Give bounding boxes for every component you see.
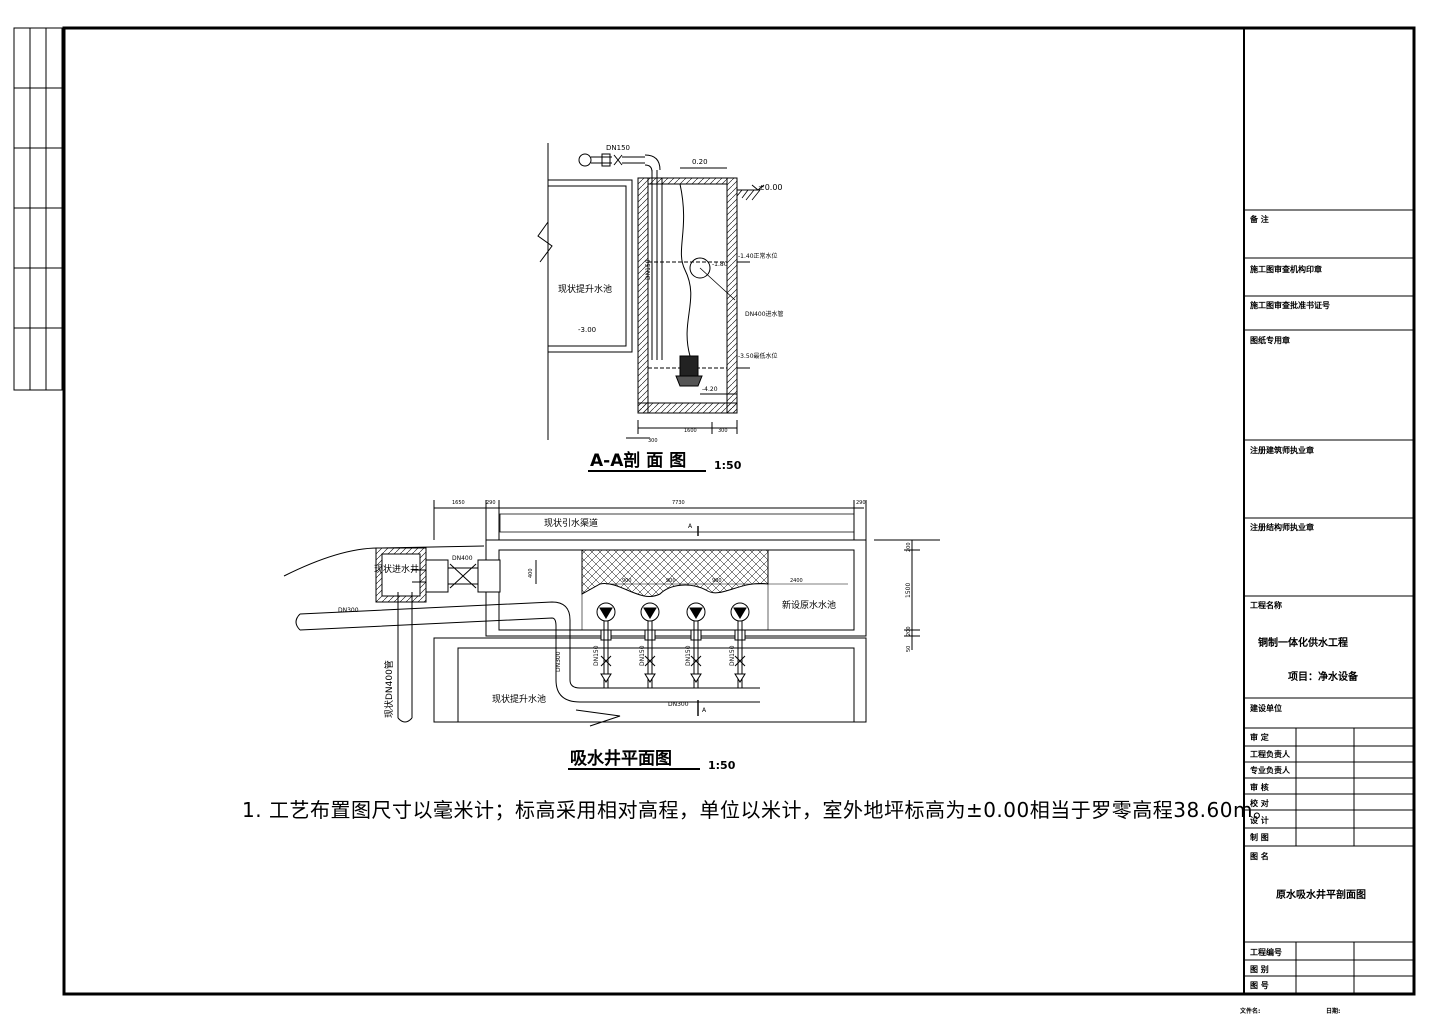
plan-dn400: DN400: [452, 555, 473, 562]
sec-dn150-vert: DN150: [645, 259, 652, 280]
tb-remarks: 备 注: [1250, 215, 1269, 224]
tb-drawing-name: 原水吸水井平剖面图: [1276, 890, 1366, 901]
sec-dn150: DN150: [606, 144, 630, 152]
section-view: [537, 143, 765, 440]
plan-cut-a-bottom: A: [702, 707, 707, 714]
tb-license1: 施工图审查机构印章: [1250, 265, 1322, 274]
sec-dim-1600: 1600: [684, 428, 697, 434]
plan-cut-a-top: A: [688, 523, 693, 530]
tb-project-name: 铜制一体化供水工程: [1258, 638, 1348, 649]
plan-existing-dn400: 现状DN400管: [383, 660, 395, 718]
plan-dim-290a: 290: [486, 500, 496, 506]
plan-dim-2400: 2400: [790, 578, 803, 584]
tb-owner: 建设单位: [1250, 704, 1282, 713]
sec-w020: 0.20: [692, 158, 708, 166]
sec-dim-300: 300: [718, 428, 728, 434]
sec-elev-180: -1.80: [712, 261, 728, 268]
plan-dn150-2: DN150: [639, 645, 646, 666]
sec-elev-350: -3.50最低水位: [738, 352, 778, 360]
plan-dim-7730: 7730: [672, 500, 685, 506]
tb-project-no: 工程编号: [1250, 948, 1282, 957]
plan-dim-50: 50: [906, 646, 912, 652]
plan-new-pool: 新设原水水池: [782, 599, 836, 611]
plan-dn150-4: DN150: [729, 645, 736, 666]
sec-dn400: DN400进水管: [745, 310, 784, 318]
tb-check: 校 对: [1250, 799, 1269, 808]
tb-project-name-label: 工程名称: [1250, 601, 1282, 610]
section-title: A-A剖 面 图: [590, 450, 686, 471]
tb-seal: 图纸专用章: [1250, 336, 1290, 345]
general-note: 1. 工艺布置图尺寸以毫米计；标高采用相对高程，单位以米计，室外地坪标高为±0.…: [242, 798, 1274, 822]
outer-frame: [62, 26, 1416, 996]
sec-elev-420: -4.20: [702, 386, 718, 393]
sec-elev-140: -1.40正常水位: [738, 252, 778, 260]
section-scale: 1:50: [714, 459, 742, 472]
tb-license2: 施工图审查批准书证号: [1250, 301, 1330, 310]
plan-dim-1500: 1500: [905, 583, 912, 598]
plan-title: 吸水井平面图: [570, 748, 672, 769]
plan-inlet-well: 现状进水井: [374, 563, 419, 575]
pump-unit: [640, 602, 660, 688]
plan-dim-200b: 200: [906, 626, 912, 636]
plan-channel: 现状引水渠道: [544, 517, 598, 529]
tb-drawing-name-label: 图 名: [1250, 852, 1269, 861]
sec-elev-000: ±0.00: [758, 183, 783, 192]
tb-scale: 图 别: [1250, 965, 1269, 974]
pump-unit: [596, 602, 616, 688]
plan-dim-400: 400: [528, 568, 534, 578]
plan-dim-200a: 200: [906, 542, 912, 552]
tb-footer-b: 日期:: [1326, 1008, 1341, 1015]
tb-item: 项目：净水设备: [1288, 672, 1358, 683]
plan-dim-1650: 1650: [452, 500, 465, 506]
plan-dn150-1: DN150: [593, 645, 600, 666]
pump-unit: [730, 602, 750, 688]
tb-approve: 审 定: [1250, 733, 1269, 742]
tb-proj-lead: 工程负责人: [1250, 750, 1290, 759]
sec-dim-b: 300: [648, 438, 658, 444]
plan-dim-900a: 900: [622, 578, 632, 584]
plan-dim-900b: 900: [666, 578, 676, 584]
tb-design: 设 计: [1250, 816, 1269, 825]
sec-existing-pool: 现状提升水池: [558, 283, 612, 295]
plan-dn300-b: DN300: [555, 651, 562, 672]
plan-scale: 1:50: [708, 759, 736, 772]
tb-disc-lead: 专业负责人: [1250, 766, 1290, 775]
tb-reg-struct: 注册结构师执业章: [1250, 523, 1314, 532]
plan-dn150-3: DN150: [685, 645, 692, 666]
tb-sheet-no: 图 号: [1250, 981, 1269, 990]
tb-review: 审 核: [1250, 783, 1269, 792]
pump-unit: [686, 602, 706, 688]
title-block-grid: [1244, 209, 1414, 994]
plan-view: [283, 500, 940, 727]
tb-draw: 制 图: [1250, 833, 1269, 842]
tb-reg-engineer: 注册建筑师执业章: [1250, 446, 1314, 455]
tb-footer-a: 文件名:: [1240, 1008, 1261, 1015]
plan-existing-pool: 现状提升水池: [492, 693, 546, 705]
plan-dim-290b: 290: [856, 500, 866, 506]
sec-elev-300: -3.00: [578, 326, 596, 334]
plan-dim-900c: 900: [712, 578, 722, 584]
binding-strip: [13, 27, 63, 391]
plan-dn300-a: DN300: [338, 607, 359, 614]
plan-dn300-c: DN300: [668, 701, 689, 708]
